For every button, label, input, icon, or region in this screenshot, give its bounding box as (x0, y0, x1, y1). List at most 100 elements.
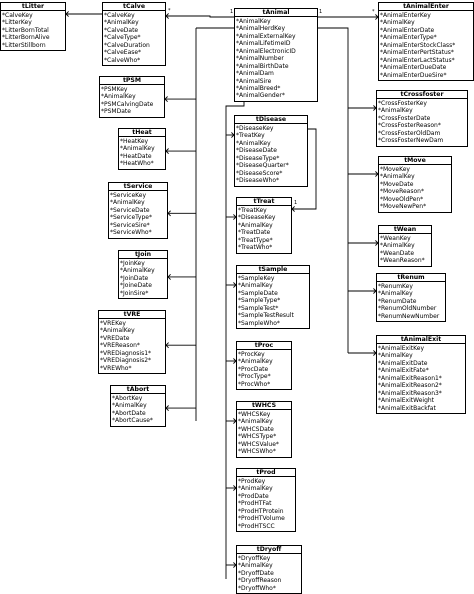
entity-field: *WHCSValue* (238, 440, 279, 448)
entity-field: *AnimalKey (110, 199, 145, 207)
entity-field: *TreatKey (238, 206, 267, 214)
entity-title: tDisease (235, 116, 307, 125)
entity-title: tProc (237, 342, 291, 351)
entity-field: *ProdHTSCC (238, 522, 275, 530)
entity-title: tCrossfoster (377, 91, 467, 100)
entity-field: *TreatDate (238, 229, 271, 237)
entity-field: *AnimalSire (236, 77, 272, 85)
arrowhead (65, 11, 69, 17)
entity-field: *DryoffDate (238, 569, 274, 577)
entity-title: tHeat (119, 129, 165, 138)
entity-field: *AnimalKey (238, 418, 273, 426)
entity-field-list: *DryoffKey*AnimalKey*DryoffDate*DryoffRe… (237, 554, 301, 593)
entity-field: *TreatWho* (238, 244, 273, 252)
entity-field: *AnimalEnterKey (380, 11, 431, 19)
entity-field: *VREDiagnosis2* (100, 357, 152, 365)
cardinality-one: 1 (230, 9, 234, 15)
entity-field: *AnimalExitFate* (378, 367, 429, 375)
entity-field-list: *WHCSKey*AnimalKey*WHCSDate*WHCSType**WH… (237, 410, 291, 456)
entity-field: *AnimalKey (380, 173, 415, 181)
entity-field: *AnimalExitReason1* (378, 374, 442, 382)
entity-field: *AnimalKey (238, 562, 273, 570)
entity-field: *AnimalGender* (236, 92, 285, 100)
entity-field: *WeanReason* (380, 257, 425, 265)
entity-field: *ProcWho* (238, 380, 271, 388)
entity-field: *AnimalKey (378, 290, 413, 298)
entity-tanimalexit: tAnimalExit*AnimalExitKey*AnimalKey*Anim… (376, 335, 466, 414)
entity-field: *DiseaseType* (236, 154, 280, 162)
entity-field: *DryoffKey (238, 554, 271, 562)
entity-field: *ProcKey (238, 350, 265, 358)
entity-field-list: *AnimalEnterKey*AnimalKey*AnimalEnterDat… (379, 11, 473, 80)
entity-field: *AnimalKey (104, 19, 139, 27)
entity-field: *HeatWho* (120, 160, 154, 168)
arrowhead (291, 206, 295, 212)
entity-field: *JoinSire* (120, 289, 149, 297)
entity-field-list: *ProcKey*AnimalKey*ProcDate*ProcType**Pr… (237, 350, 291, 389)
entity-field: *DryoffWho* (238, 584, 276, 592)
entity-field: *RenumDate (378, 297, 417, 305)
entity-field: *AbortKey (112, 394, 143, 402)
entity-field: *AnimalBirthDate (236, 62, 289, 70)
entity-tcrossfoster: tCrossfoster*CrossFosterKey*AnimalKey*Cr… (376, 90, 468, 147)
entity-field: *VREDate (100, 334, 130, 342)
entity-title: tMove (379, 157, 451, 166)
arrowhead (164, 96, 168, 103)
entity-title: tVRE (99, 311, 165, 320)
entity-tsample: tSample*SampleKey*AnimalKey*SampleDate*S… (236, 265, 310, 330)
entity-field: *RenumOldNumber (378, 305, 437, 313)
entity-tlitter: tLitter*CalveKey*LitterKey*LitterBornTot… (0, 2, 66, 52)
entity-field: *PSMDate (101, 108, 131, 116)
entity-field: *AnimalEnterLactStatus* (380, 56, 455, 64)
entity-field: *AnimalKey (120, 145, 155, 153)
entity-field: *ServiceWho* (110, 229, 152, 237)
entity-field: *VREDiagnosis1* (100, 349, 152, 357)
entity-title: tTreat (237, 198, 291, 207)
entity-field-list: *DiseaseKey*TreatKey*AnimalKey*DiseaseDa… (235, 124, 307, 185)
entity-field: *ProcType* (238, 373, 271, 381)
entity-tproc: tProc*ProcKey*AnimalKey*ProcDate*ProcTyp… (236, 341, 292, 391)
entity-field: *WeanDate (380, 249, 415, 257)
entity-tanimalenter: tAnimalEnter*AnimalEnterKey*AnimalKey*An… (378, 2, 474, 81)
entity-field: *CrossFosterDate (378, 114, 431, 122)
entity-field: *JoineDate (120, 282, 152, 290)
entity-field: *VREReason* (100, 342, 140, 350)
entity-title: tPSM (100, 77, 164, 86)
entity-field: *AnimalKey (238, 358, 273, 366)
entity-tprod: tProd*ProdKey*AnimalKey*ProdDate*ProdHTF… (236, 468, 296, 533)
entity-twhcs: tWHCS*WHCSKey*AnimalKey*WHCSDate*WHCSTyp… (236, 401, 292, 458)
entity-field: *AnimalKey (238, 221, 273, 229)
entity-field-list: *ServiceKey*AnimalKey*ServiceDate*Servic… (109, 191, 167, 237)
entity-field: *CalveWho* (104, 56, 141, 64)
entity-field: *LitterStillborn (2, 41, 46, 49)
arrowhead (165, 13, 169, 19)
entity-title: tWHCS (237, 402, 291, 411)
entity-field: *ProdHTFat (238, 500, 272, 508)
entity-field: *WHCSWho* (238, 448, 276, 456)
entity-field: *AnimalKey (236, 139, 271, 147)
cardinality-one: 1 (319, 9, 323, 15)
entity-field: *AnimalKey (378, 352, 413, 360)
entity-field: *DiseaseQuarter* (236, 162, 289, 170)
entity-field: *AnimalLifetimeID (236, 40, 291, 48)
entity-field-list: *AnimalExitKey*AnimalKey*AnimalExitDate*… (377, 344, 465, 413)
entity-field: *AnimalKey (380, 242, 415, 250)
entity-field: *AnimalKey (100, 327, 135, 335)
entity-field: *AnimalKey (378, 107, 413, 115)
entity-field: *AnimalKey (238, 282, 273, 290)
entity-field: *PSMKey (101, 85, 128, 93)
entity-tdryoff: tDryoff*DryoffKey*AnimalKey*DryoffDate*D… (236, 545, 302, 594)
entity-field-list: *CrossFosterKey*AnimalKey*CrossFosterDat… (377, 99, 467, 145)
entity-field: *ProdDate (238, 492, 269, 500)
edge-animal-calve (166, 15, 234, 18)
entity-field: *AbortCause* (112, 417, 153, 425)
entity-field: *MoveReason* (380, 188, 424, 196)
cardinality-one: 1 (294, 200, 298, 206)
entity-field: *CalveDuration (104, 41, 150, 49)
entity-field: *AnimalEnterDate (380, 26, 435, 34)
entity-field-list: *SampleKey*AnimalKey*SampleDate*SampleTy… (237, 274, 309, 328)
entity-title: tSample (237, 266, 309, 275)
entity-field: *ProdHTProtein (238, 507, 284, 515)
entity-tanimal: tAnimal*AnimalKey*AnimalHerdKey*AnimalEx… (234, 8, 318, 102)
entity-field: *DryoffReason (238, 577, 282, 585)
